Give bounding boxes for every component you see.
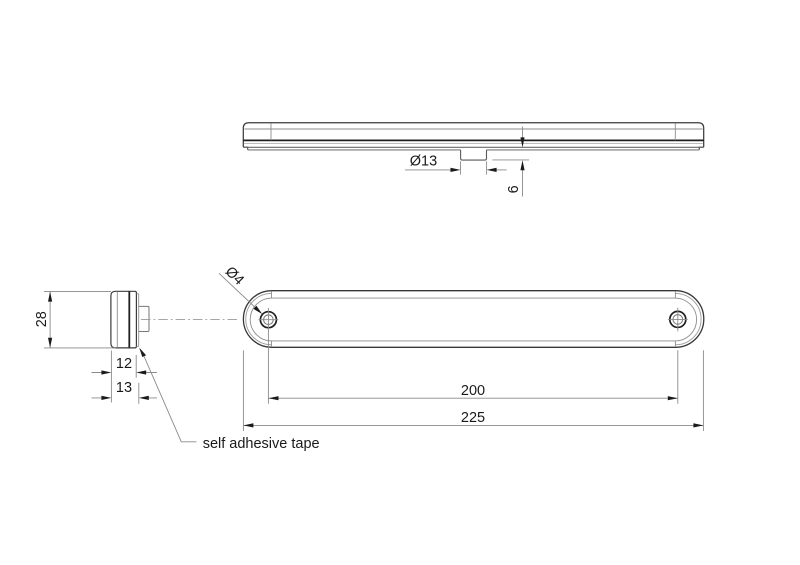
svg-text:13: 13 [116,380,132,396]
svg-text:12: 12 [116,356,132,372]
svg-text:28: 28 [34,311,50,327]
svg-text:6: 6 [506,185,522,193]
svg-text:200: 200 [461,383,485,399]
svg-text:Ø13: Ø13 [410,154,437,170]
svg-text:self adhesive tape: self adhesive tape [203,436,320,452]
svg-text:225: 225 [461,410,485,426]
